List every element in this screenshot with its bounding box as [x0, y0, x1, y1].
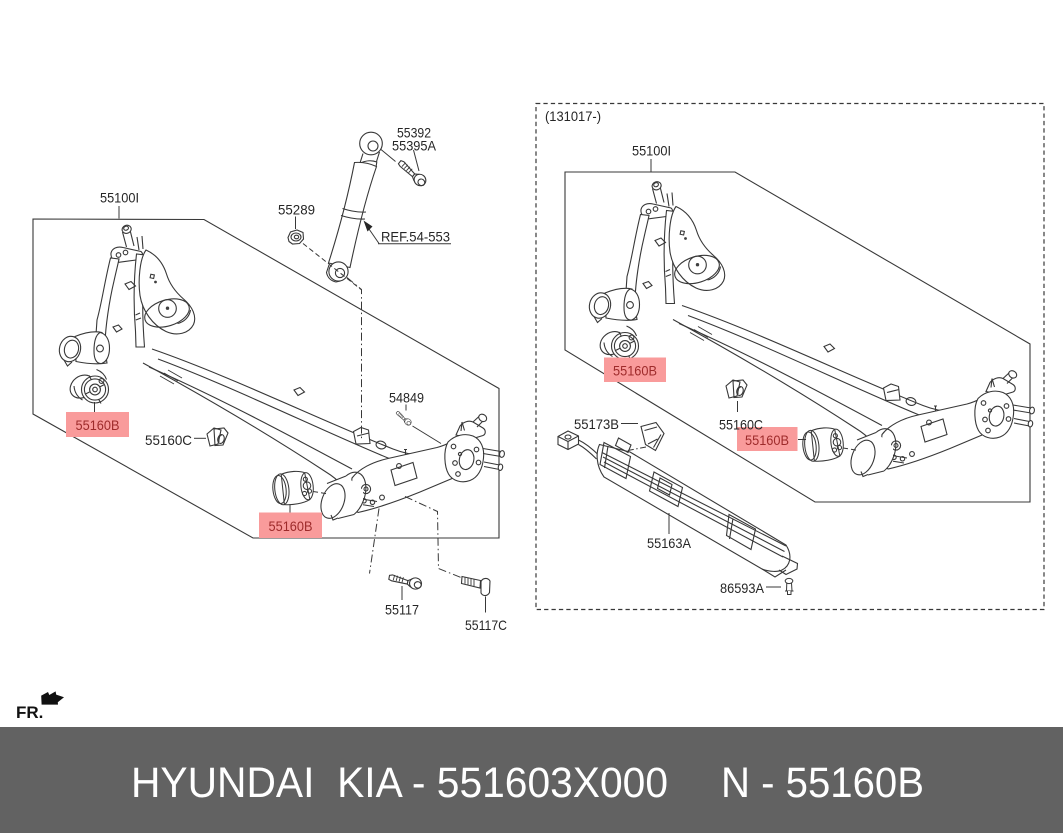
svg-text:55173B: 55173B [574, 416, 619, 432]
svg-text:55100I: 55100I [100, 190, 139, 206]
svg-text:N - 55160B: N - 55160B [721, 759, 924, 807]
svg-text:55395A: 55395A [392, 138, 437, 154]
svg-text:(131017-): (131017-) [545, 108, 601, 124]
svg-text:55100I: 55100I [632, 143, 671, 159]
svg-text:55117: 55117 [385, 602, 419, 618]
svg-text:REF.54-553: REF.54-553 [381, 229, 450, 245]
svg-text:55160B: 55160B [745, 432, 789, 448]
svg-text:55160C: 55160C [719, 417, 763, 433]
svg-text:HYUNDAI KIA - 551603X000: HYUNDAI KIA - 551603X000 [131, 759, 668, 807]
svg-text:55160B: 55160B [613, 363, 657, 379]
svg-text:55160B: 55160B [76, 417, 120, 433]
svg-text:54849: 54849 [389, 390, 424, 406]
svg-text:55392: 55392 [397, 125, 431, 141]
svg-text:55117C: 55117C [465, 617, 507, 633]
svg-text:FR.: FR. [16, 703, 43, 722]
svg-text:55160B: 55160B [269, 518, 313, 534]
svg-text:55289: 55289 [278, 202, 315, 218]
svg-text:55163A: 55163A [647, 535, 692, 551]
svg-text:55160C: 55160C [145, 432, 192, 448]
svg-text:86593A: 86593A [720, 580, 765, 596]
